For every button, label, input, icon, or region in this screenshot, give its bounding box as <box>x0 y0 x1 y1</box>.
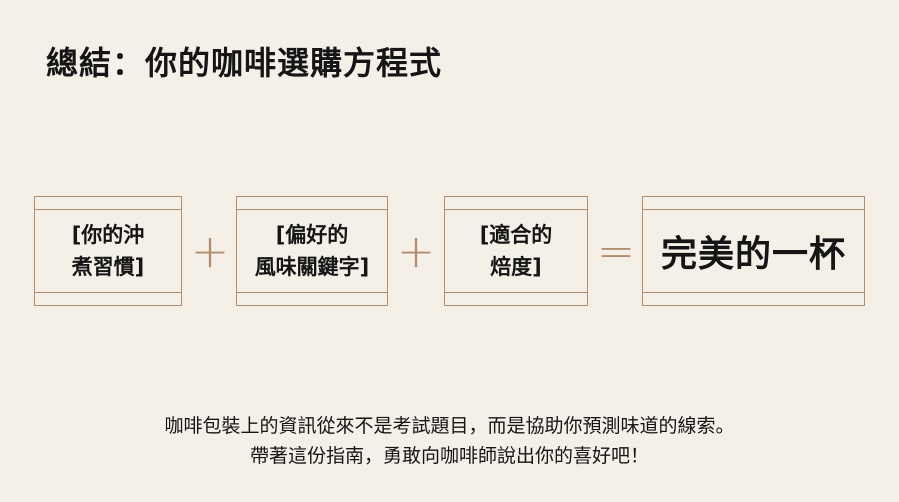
summary-text: 咖啡包裝上的資訊從來不是考試題目，而是協助你預測味道的線索。 帶著這份指南，勇敢… <box>0 411 899 471</box>
formula-result-label: 完美的一杯 <box>660 234 846 275</box>
slide-title: 總結：你的咖啡選購方程式 <box>46 44 443 82</box>
formula-term-label: [適合的 焙度] <box>479 223 553 279</box>
formula-result: 完美的一杯 <box>642 196 865 306</box>
formula-term-brewing-habit: [你的沖 煮習慣] <box>34 196 182 306</box>
plus-operator: + <box>396 224 436 278</box>
formula-term-roast-level: [適合的 焙度] <box>444 196 588 306</box>
equals-operator: = <box>596 224 636 278</box>
summary-line-2: 帶著這份指南，勇敢向咖啡師說出你的喜好吧！ <box>249 445 649 467</box>
formula-term-label: [偏好的 風味關鍵字] <box>254 223 370 279</box>
summary-line-1: 咖啡包裝上的資訊從來不是考試題目，而是協助你預測味道的線索。 <box>164 415 735 437</box>
formula-term-flavor-keywords: [偏好的 風味關鍵字] <box>236 196 388 306</box>
formula-term-label: [你的沖 煮習慣] <box>71 223 145 279</box>
plus-operator: + <box>190 224 230 278</box>
